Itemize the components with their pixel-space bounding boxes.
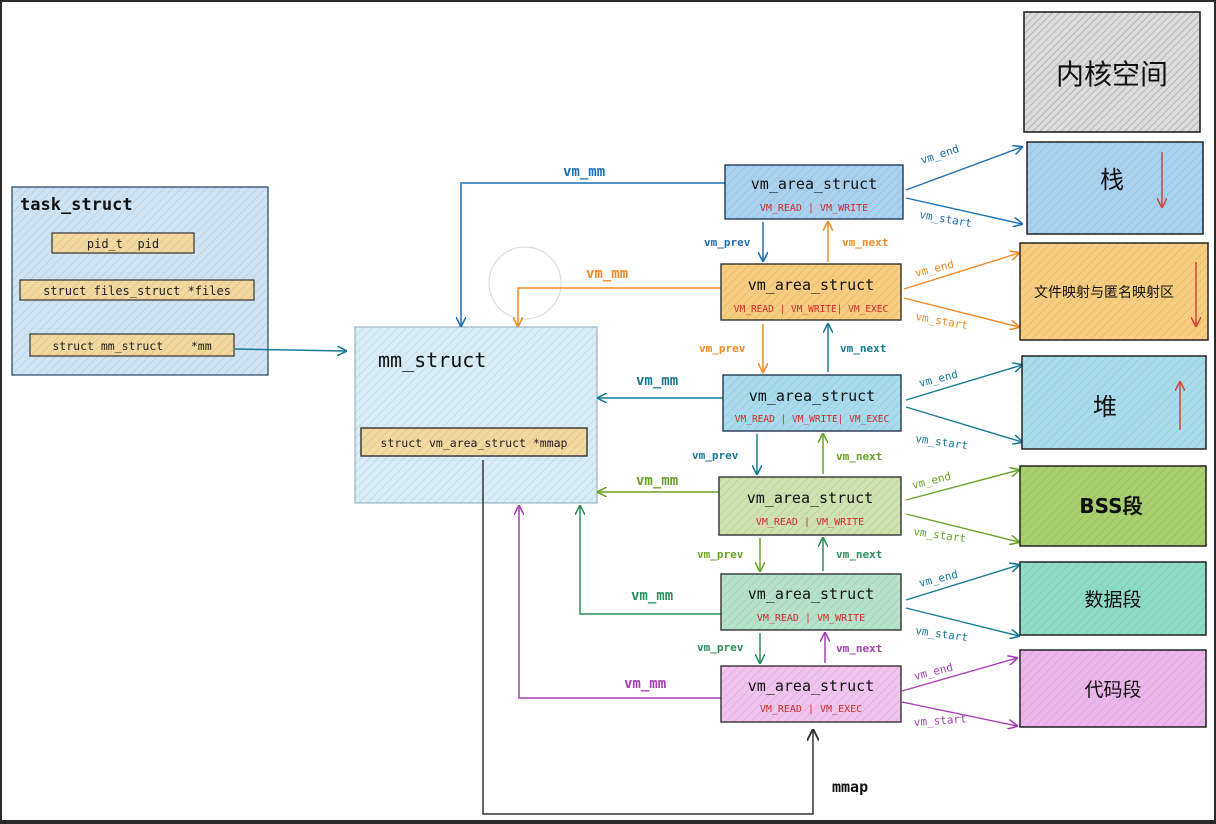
mm-struct-box: mm_struct struct vm_area_struct *mmap: [354, 326, 598, 504]
vm-area-title: vm_area_struct: [748, 276, 874, 294]
vm-area-title: vm_area_struct: [749, 387, 875, 405]
vm-prev-label-2: vm_prev: [699, 342, 746, 355]
range-arrows-6: vm_end vm_start: [901, 658, 1017, 729]
range-arrows-5: vm_end vm_start: [905, 565, 1019, 644]
mm-struct-title: mm_struct: [378, 348, 486, 372]
vm-start-label: vm_start: [914, 310, 968, 332]
vm-area-title: vm_area_struct: [748, 677, 874, 695]
vm-mm-arrow-1: [461, 182, 725, 326]
segment-label: 文件映射与匿名映射区: [1034, 285, 1174, 301]
vm-end-label: vm_end: [919, 142, 961, 167]
vm-end-label: vm_end: [914, 258, 956, 280]
vm-mm-arrow-5: [580, 506, 721, 615]
segment-label: 栈: [1100, 166, 1124, 194]
segment-kernel-space: 内核空间: [1023, 11, 1201, 133]
vm-mm-label-3: vm_mm: [636, 373, 678, 389]
vm-next-label-1: vm_next: [842, 236, 888, 249]
task-field-mm: struct mm_struct *mm: [52, 339, 211, 353]
task-struct-box: task_struct pid_t pid struct files_struc…: [11, 186, 269, 376]
segment-label: 数据段: [1084, 589, 1141, 611]
segment-bss: BSS段: [1019, 465, 1207, 547]
vm-area-flags: VM_READ | VM_WRITE: [760, 203, 868, 214]
vm-mm-arrow-6: [519, 506, 721, 699]
range-arrows-4: vm_end vm_start: [905, 470, 1019, 546]
vm-next-label-2: vm_next: [840, 342, 886, 355]
vm-prev-label-5: vm_prev: [697, 641, 744, 654]
vm-area-5: vm_area_struct VM_READ | VM_WRITE: [720, 573, 902, 631]
segment-mmap-area: 文件映射与匿名映射区: [1019, 242, 1209, 341]
vm-mm-label-1: vm_mm: [563, 164, 605, 180]
vm-area-flags: VM_READ | VM_WRITE| VM_EXEC: [735, 414, 889, 425]
vm-area-3: vm_area_struct VM_READ | VM_WRITE| VM_EX…: [722, 374, 902, 432]
segment-data: 数据段: [1019, 561, 1207, 636]
vm-end-label: vm_end: [918, 368, 960, 390]
vm-prev-label-4: vm_prev: [697, 548, 744, 561]
vm-next-label-3: vm_next: [836, 450, 882, 463]
vm-mm-label-2: vm_mm: [586, 266, 628, 282]
task-struct-title: task_struct: [20, 195, 133, 215]
vm-area-flags: VM_READ | VM_WRITE| VM_EXEC: [734, 304, 888, 315]
vm-start-label: vm_start: [913, 712, 967, 729]
vm-next-label-5: vm_next: [836, 642, 882, 655]
vm-mm-label-5: vm_mm: [631, 588, 673, 604]
mmap-arrow: [482, 460, 813, 815]
vm-area-flags: VM_READ | VM_WRITE: [756, 517, 864, 528]
vm-start-label: vm_start: [913, 525, 967, 545]
decorative-circle: [488, 246, 562, 320]
task-field-files: struct files_struct *files: [43, 284, 231, 298]
vm-end-label: vm_end: [911, 470, 953, 492]
vm-mm-label-4: vm_mm: [636, 473, 678, 489]
vm-next-label-4: vm_next: [836, 548, 882, 561]
vm-area-2: vm_area_struct VM_READ | VM_WRITE| VM_EX…: [720, 263, 902, 321]
vm-area-4: vm_area_struct VM_READ | VM_WRITE: [718, 476, 902, 536]
vm-area-1: vm_area_struct VM_READ | VM_WRITE: [724, 164, 904, 220]
mm-pointer-arrow: [234, 349, 346, 351]
vm-area-title: vm_area_struct: [748, 585, 874, 603]
segment-label: BSS段: [1079, 494, 1142, 518]
segment-label: 内核空间: [1056, 58, 1168, 91]
segment-label: 代码段: [1084, 679, 1141, 701]
vm-area-title: vm_area_struct: [751, 175, 877, 193]
vm-area-6: vm_area_struct VM_READ | VM_EXEC: [720, 665, 902, 723]
vm-start-label: vm_start: [915, 624, 969, 644]
vm-area-title: vm_area_struct: [747, 489, 873, 507]
vm-area-flags: VM_READ | VM_EXEC: [760, 704, 862, 715]
range-arrows-2: vm_end vm_start: [903, 253, 1019, 332]
vm-end-label: vm_end: [918, 568, 960, 590]
vm-area-flags: VM_READ | VM_WRITE: [757, 613, 865, 624]
segment-heap: 堆: [1021, 355, 1207, 450]
segment-label: 堆: [1093, 393, 1117, 421]
mm-field-mmap: struct vm_area_struct *mmap: [381, 436, 568, 450]
range-arrows-3: vm_end vm_start: [905, 365, 1022, 452]
vm-end-label: vm_end: [913, 661, 955, 683]
vm-mm-label-6: vm_mm: [624, 676, 666, 692]
mmap-label: mmap: [832, 778, 868, 796]
task-field-pid: pid_t pid: [87, 237, 159, 251]
vm-prev-label-3: vm_prev: [692, 449, 739, 462]
segment-code: 代码段: [1019, 649, 1207, 728]
vm-prev-label-1: vm_prev: [704, 236, 751, 249]
vm-mm-arrow-2: [518, 287, 721, 326]
range-arrows-1: vm_end vm_start: [905, 142, 1022, 230]
segment-stack: 栈: [1026, 141, 1204, 235]
vm-start-label: vm_start: [915, 432, 969, 452]
